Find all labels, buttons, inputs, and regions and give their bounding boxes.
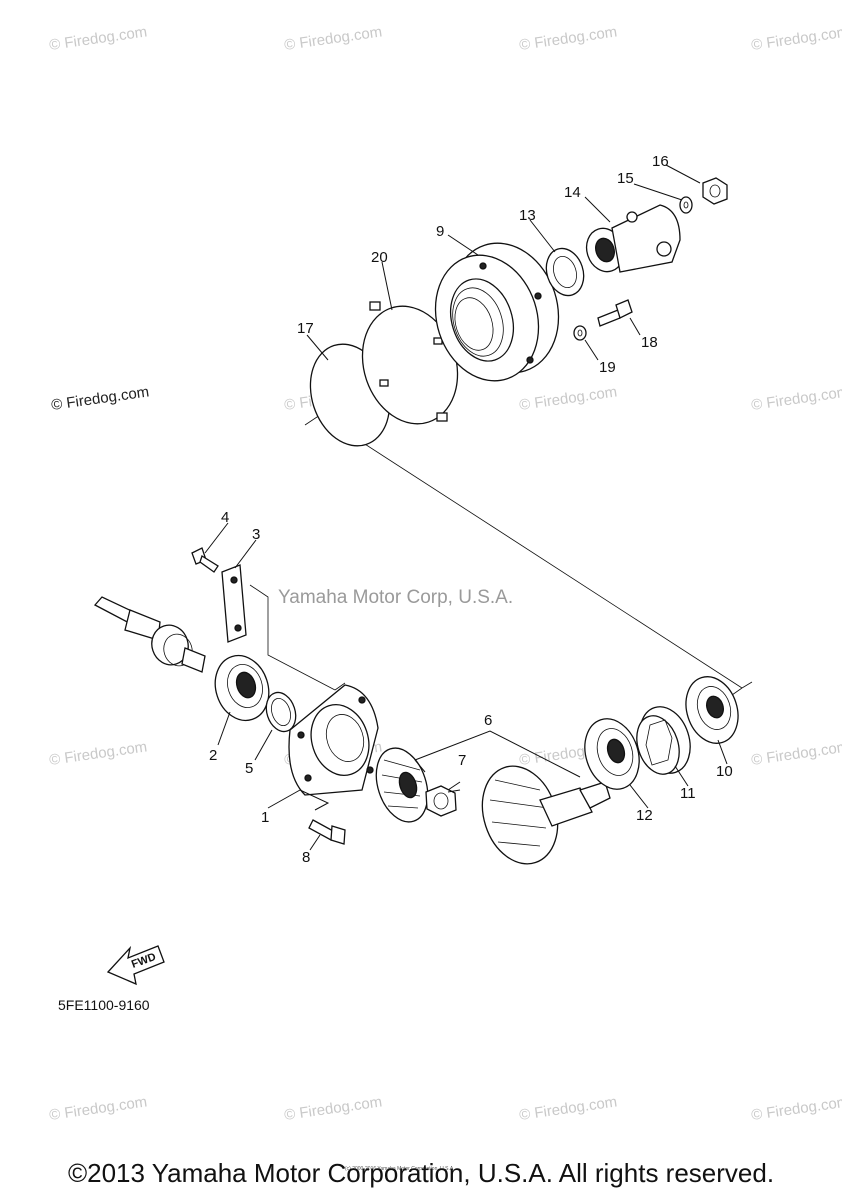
part-3-plate [221,564,247,643]
watermark: © Firedog.com [48,1093,148,1124]
callout-6: 6 [484,712,492,729]
part-7-nut [425,785,457,817]
callout-7: 7 [458,752,466,769]
watermark: © Firedog.com [518,1093,618,1124]
part-6-gear-set [375,747,611,865]
callout-2: 2 [209,747,217,764]
part-15-washer [679,196,693,214]
watermark: © Firedog.com [283,1093,383,1124]
callout-3: 3 [252,526,260,543]
watermark: © Firedog.com [750,1093,842,1124]
watermark: © Firedog.com [48,23,148,54]
callout-12: 12 [636,807,653,824]
tiny-notice: (c) 2000-2016 Yamaha Motor Corporation, … [345,1166,455,1172]
watermark: © Firedog.com [750,23,842,54]
part-13-oil-seal [545,247,585,297]
assembly-guides [249,412,753,696]
callout-4: 4 [221,509,229,526]
callout-14: 14 [564,184,581,201]
callout-5: 5 [245,760,253,777]
watermark: © Firedog.com [750,383,842,414]
part-14-yoke [585,204,681,273]
callout-17: 17 [297,320,314,337]
callout-18: 18 [641,334,658,351]
callout-1: 1 [261,809,269,826]
callout-9: 9 [436,223,444,240]
drive-shaft [93,596,206,673]
part-code: 5FE1100-9160 [58,997,150,1013]
part-4-bolt [191,547,219,573]
part-10-bearing [685,676,739,744]
part-19-washer [573,325,587,341]
callout-15: 15 [617,170,634,187]
watermark: © Firedog.com [518,23,618,54]
leader-lines [204,164,728,851]
center-watermark: Yamaha Motor Corp, U.S.A. [278,587,513,608]
fwd-arrow-icon: FWD [106,945,165,986]
part-11-ring-nut [636,706,691,775]
part-12-bearing [584,718,640,790]
part-1-case [288,684,379,796]
watermark: © Firedog.com [750,738,842,769]
callout-8: 8 [302,849,310,866]
part-8-bolt [308,819,346,845]
callout-16: 16 [652,153,669,170]
callout-20: 20 [371,249,388,266]
part-16-nut [702,177,728,205]
part-5-o-ring [265,691,297,733]
copyright-footer: ©2013 Yamaha Motor Corporation, U.S.A. A… [67,1158,775,1188]
callout-11: 11 [680,785,696,802]
watermark: © Firedog.com [518,383,618,414]
callout-10: 10 [716,763,733,780]
callout-19: 19 [599,359,616,376]
part-2-bearing [214,654,270,722]
callouts: 16 15 14 13 9 20 17 18 19 4 3 2 5 1 8 6 … [209,153,733,866]
callout-13: 13 [519,207,536,224]
watermark: © Firedog.com [283,23,383,54]
part-18-bolt [597,299,633,327]
watermark: © Firedog.com [48,738,148,769]
part-9-housing [434,242,560,382]
watermark-dark: © Firedog.com [50,383,150,414]
